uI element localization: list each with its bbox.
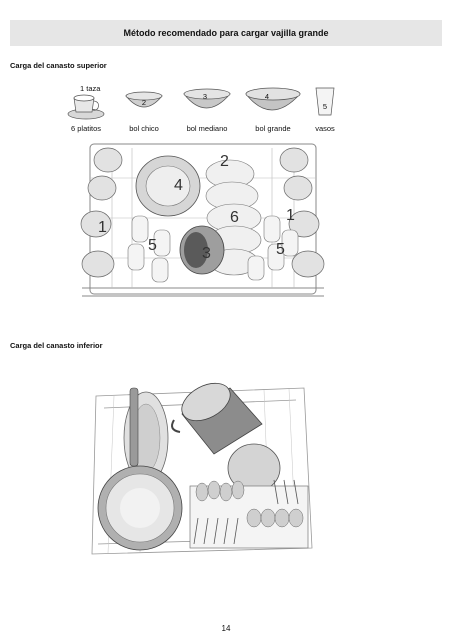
dishware-icons [67, 87, 335, 120]
page-number: 14 [221, 624, 231, 633]
large-bowl-number: 4 [264, 92, 270, 101]
rack-number-cups-right: 1 [286, 207, 295, 224]
upper-basket-heading: Carga del canasto superior [10, 61, 107, 70]
glass-icon [315, 87, 335, 116]
rack-number-cups-left: 1 [98, 219, 107, 236]
rack-number-large-bowl: 4 [174, 177, 183, 194]
glasses-left [127, 215, 171, 283]
medium-bowl-number: 3 [202, 92, 208, 101]
legend-label-saucers: 6 platitos [70, 124, 102, 133]
cutlery-basket [189, 479, 309, 549]
rack-number-labels: 1 2 3 4 5 6 1 5 [98, 153, 295, 262]
rack-number-small-bowl: 2 [220, 153, 229, 170]
legend-label-medium-bowl: bol mediano [186, 124, 228, 133]
lower-basket-illustration [74, 368, 326, 576]
legend-label-small-bowl: bol chico [129, 124, 159, 133]
medium-bowl-icon [183, 88, 231, 109]
rack-number-plates: 6 [230, 209, 239, 226]
pot [171, 382, 263, 455]
legend-label-glasses: vasos [315, 124, 335, 133]
dishware-legend: 1 taza 2 3 4 5 6 platitos bol chico bol … [60, 82, 360, 137]
small-bowl-number: 2 [141, 98, 147, 107]
small-bowl-icon [125, 91, 163, 108]
cups-right [279, 147, 325, 278]
rack-number-glasses-left: 5 [148, 237, 157, 254]
glass-number: 5 [322, 102, 328, 111]
glasses-right [247, 215, 299, 281]
cup-icon [67, 94, 105, 120]
legend-label-large-bowl: bol grande [255, 124, 291, 133]
cups-left [80, 147, 123, 278]
cup-label: 1 taza [80, 84, 101, 93]
page-title-bar: Método recomendado para cargar vajilla g… [10, 20, 442, 46]
rack-number-glasses-right: 5 [276, 241, 285, 258]
frying-pan [97, 387, 183, 551]
large-bowl-icon [245, 87, 301, 111]
lower-basket-heading: Carga del canasto inferior [10, 341, 103, 350]
upper-basket-illustration: 1 2 3 4 5 6 1 5 [80, 143, 325, 297]
page-title: Método recomendado para cargar vajilla g… [123, 28, 329, 38]
rack-number-medium-bowl: 3 [202, 245, 211, 262]
